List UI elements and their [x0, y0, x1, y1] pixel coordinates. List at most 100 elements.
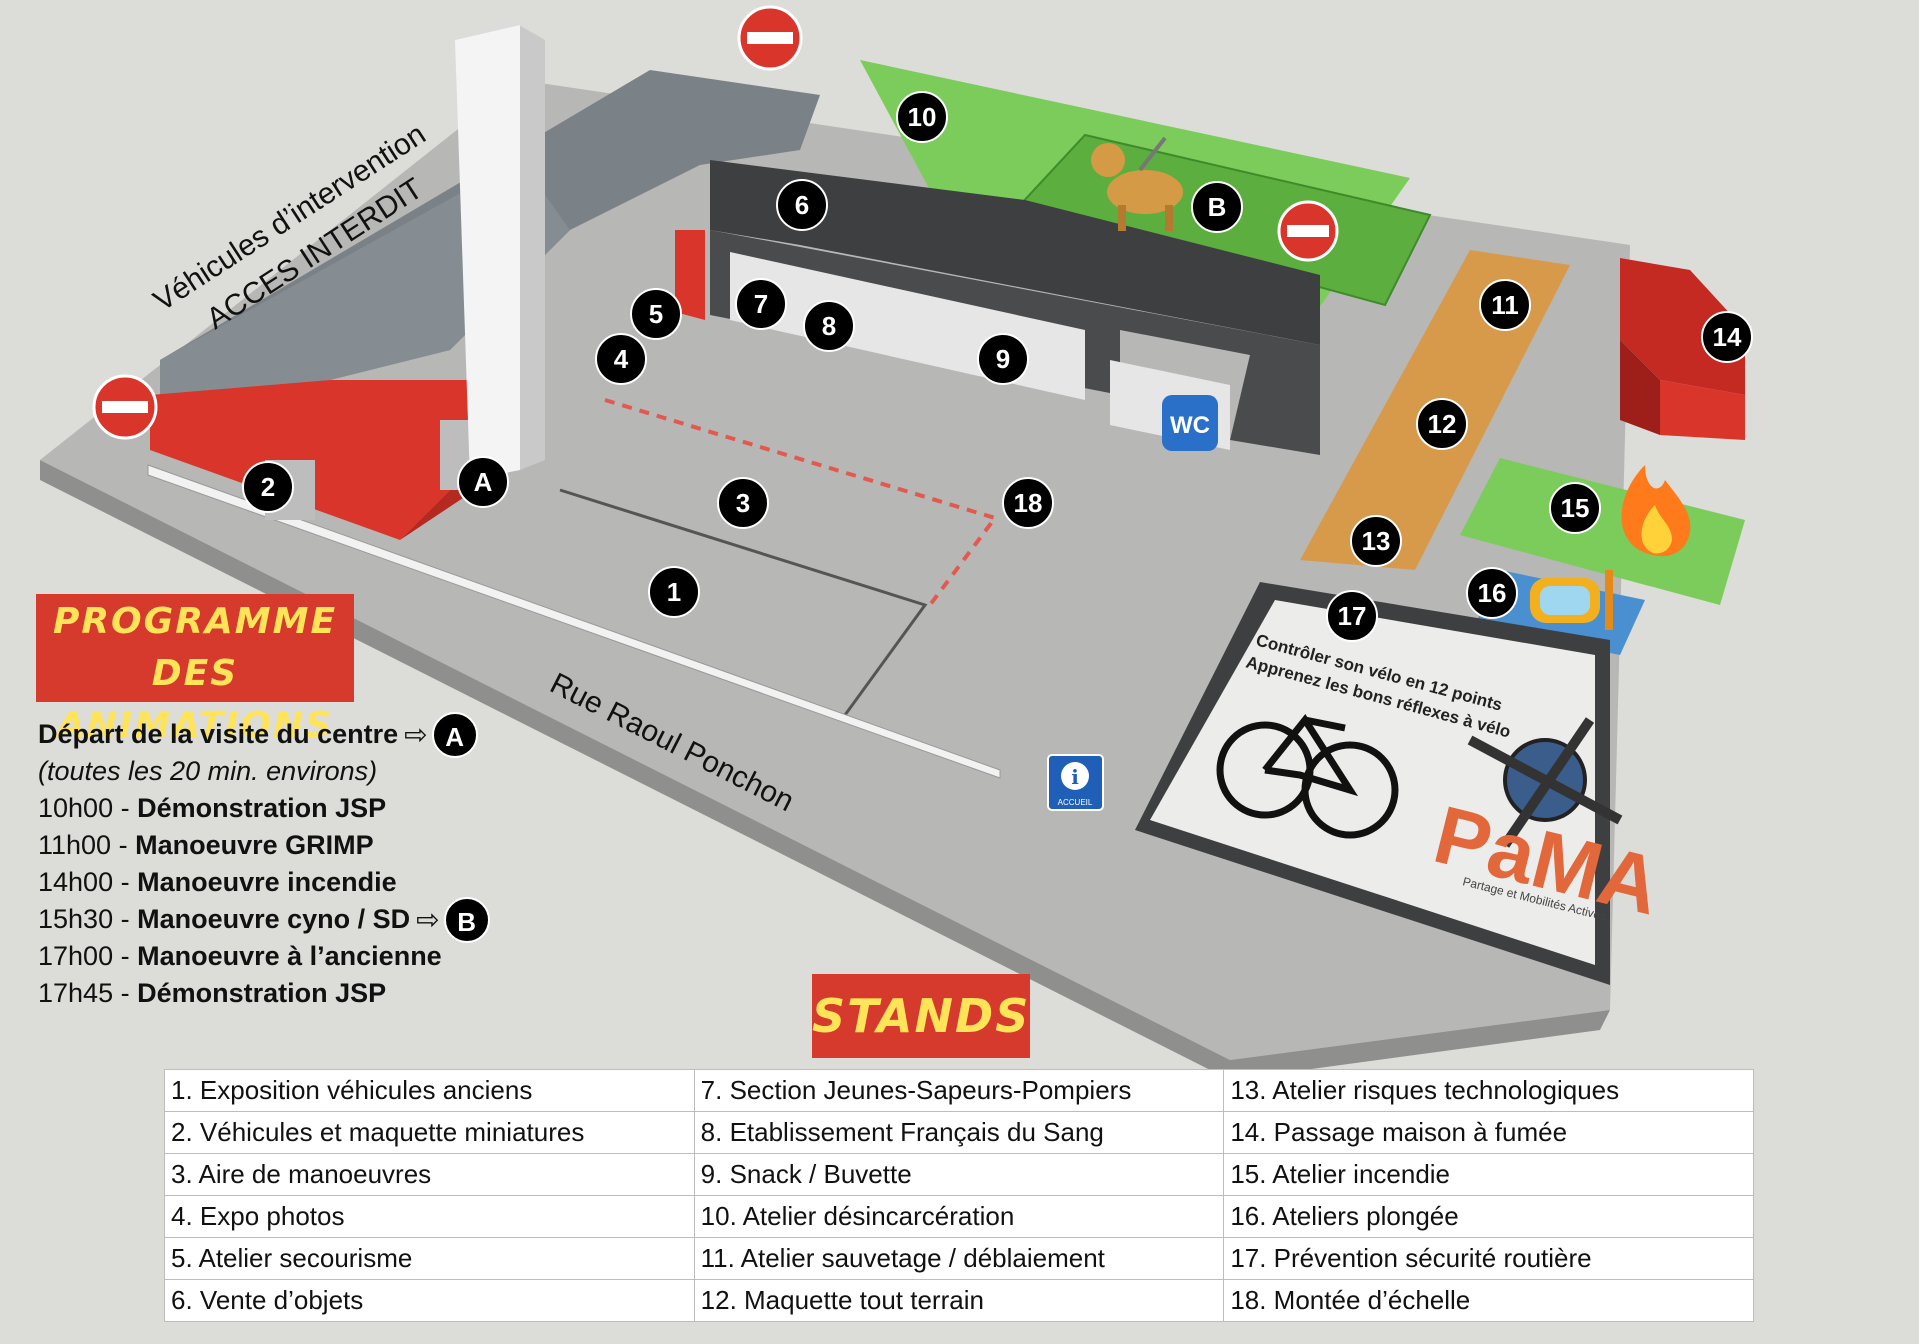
stand-cell: 16. Ateliers plongée: [1223, 1195, 1754, 1238]
sidewalk-curb: [147, 464, 1001, 779]
manoeuvre-area-outline: [559, 488, 928, 716]
road-safety-panel: [1150, 600, 1595, 965]
table-row: 3. Aire de manoeuvres 9. Snack / Buvette…: [164, 1153, 1754, 1196]
info-icon: i ACCUEIL: [1047, 754, 1104, 811]
stands-table: 1. Exposition véhicules anciens 7. Secti…: [164, 1069, 1754, 1322]
programme-item: 11h00 - Manoeuvre GRIMP: [38, 830, 374, 860]
stand-cell: 7. Section Jeunes-Sapeurs-Pompiers: [693, 1069, 1225, 1112]
stand-cell: 3. Aire de manoeuvres: [164, 1153, 695, 1196]
marker-13[interactable]: 13: [1350, 515, 1402, 567]
arrow-right-icon: ⇨: [416, 904, 440, 935]
svg-text:10: 10: [908, 102, 937, 132]
parade-dashed-line: [604, 398, 999, 607]
stand-cell: 9. Snack / Buvette: [693, 1153, 1225, 1196]
programme-item: 14h00 - Manoeuvre incendie: [38, 867, 397, 897]
marker-9[interactable]: 9: [977, 333, 1029, 385]
marker-8[interactable]: 8: [803, 300, 855, 352]
programme-title-line1: PROGRAMME: [52, 601, 338, 642]
marker-18[interactable]: 18: [1002, 477, 1054, 529]
svg-text:16: 16: [1478, 578, 1507, 608]
stand-cell: 8. Etablissement Français du Sang: [693, 1111, 1225, 1154]
pama-logo: PaMA Partage et Mobilités Actives: [1426, 717, 1669, 933]
marker-1[interactable]: 1: [648, 566, 700, 618]
svg-text:6: 6: [795, 190, 809, 220]
marker-4[interactable]: 4: [595, 333, 647, 385]
programme-item: 17h45 - Démonstration JSP: [38, 978, 387, 1008]
stand-cell: 1. Exposition véhicules anciens: [164, 1069, 695, 1112]
stand-cell: 14. Passage maison à fumée: [1223, 1111, 1754, 1154]
stand-cell: 4. Expo photos: [164, 1195, 695, 1238]
svg-text:14: 14: [1713, 322, 1742, 352]
marker-2[interactable]: 2: [242, 461, 294, 513]
marker-11[interactable]: 11: [1479, 279, 1531, 331]
wc-label: WC: [1170, 412, 1210, 439]
marker-10[interactable]: 10: [896, 91, 948, 143]
programme-item: 10h00 - Démonstration JSP: [38, 793, 387, 823]
programme-item: 15h30 - Manoeuvre cyno / SD ⇨ B: [38, 896, 598, 943]
marker-7[interactable]: 7: [735, 278, 787, 330]
stand-cell: 6. Vente d’objets: [164, 1279, 695, 1322]
svg-text:A: A: [474, 467, 493, 497]
smoke-house-side: [1620, 340, 1660, 435]
guide-dog-icon: [1091, 136, 1183, 231]
svg-text:i: i: [1071, 765, 1079, 789]
marker-16[interactable]: 16: [1466, 567, 1518, 619]
programme-item-marker: B: [443, 896, 490, 943]
marker-6[interactable]: 6: [776, 179, 828, 231]
svg-text:13: 13: [1362, 526, 1391, 556]
marker-5[interactable]: 5: [630, 288, 682, 340]
svg-text:4: 4: [614, 344, 629, 374]
svg-text:3: 3: [736, 488, 750, 518]
fire-icon: [1621, 465, 1691, 557]
stand-cell: 10. Atelier désincarcération: [693, 1195, 1225, 1238]
bicycle-icon: [1216, 714, 1399, 839]
svg-text:7: 7: [754, 289, 768, 319]
svg-text:2: 2: [261, 472, 275, 502]
stand-cell: 17. Prévention sécurité routière: [1223, 1237, 1754, 1280]
smoke-house-front: [1660, 380, 1745, 440]
table-row: 1. Exposition véhicules anciens 7. Secti…: [164, 1069, 1754, 1112]
marker-15[interactable]: 15: [1549, 482, 1601, 534]
programme-item: 17h00 - Manoeuvre à l’ancienne: [38, 941, 442, 971]
marker-14[interactable]: 14: [1701, 311, 1753, 363]
stand-cell: 15. Atelier incendie: [1223, 1153, 1754, 1196]
svg-text:9: 9: [996, 344, 1010, 374]
stand-cell: 12. Maquette tout terrain: [693, 1279, 1225, 1322]
marker-B-map[interactable]: B: [1191, 181, 1243, 233]
tower-top: [455, 20, 545, 40]
programme-visite-note: (toutes les 20 min. environs): [38, 756, 378, 786]
lawn-fire-area: [1460, 458, 1745, 605]
red-door-strip: [675, 230, 705, 320]
table-row: 5. Atelier secourisme 11. Atelier sauvet…: [164, 1237, 1754, 1280]
accueil-label: ACCUEIL: [1058, 798, 1093, 807]
table-row: 4. Expo photos 10. Atelier désincarcérat…: [164, 1195, 1754, 1238]
programme-visite-label: Départ de la visite du centre: [38, 719, 399, 749]
programme-list: Départ de la visite du centre ⇨ A (toute…: [38, 711, 598, 1012]
svg-text:5: 5: [649, 299, 663, 329]
wc-icon: WC: [1162, 395, 1218, 451]
programme-title-line2: DES ANIMATIONS: [56, 653, 334, 746]
programme-visite-marker: A: [431, 711, 478, 758]
stands-title: STANDS: [812, 974, 1030, 1058]
table-row: 6. Vente d’objets 12. Maquette tout terr…: [164, 1279, 1754, 1322]
tower-side: [520, 25, 545, 470]
arrow-right-icon: ⇨: [404, 719, 428, 750]
marker-17[interactable]: 17: [1326, 590, 1378, 642]
table-row: 2. Véhicules et maquette miniatures 8. E…: [164, 1111, 1754, 1154]
svg-text:B: B: [1208, 192, 1227, 222]
smoke-house-top: [1620, 258, 1745, 395]
svg-text:12: 12: [1428, 409, 1457, 439]
stand-cell: 2. Véhicules et maquette miniatures: [164, 1111, 695, 1154]
stand-cell: 11. Atelier sauvetage / déblaiement: [693, 1237, 1225, 1280]
no-entry-icon: [1277, 200, 1339, 262]
diving-mask-icon: [1530, 570, 1613, 630]
programme-visite: Départ de la visite du centre ⇨ A: [38, 711, 598, 758]
marker-A-map[interactable]: A: [457, 456, 509, 508]
marker-3[interactable]: 3: [717, 477, 769, 529]
svg-text:11: 11: [1491, 290, 1519, 320]
svg-text:1: 1: [667, 577, 681, 607]
stand-cell: 18. Montée d’échelle: [1223, 1279, 1754, 1322]
stand-cell: 13. Atelier risques technologiques: [1223, 1069, 1754, 1112]
marker-12[interactable]: 12: [1416, 398, 1468, 450]
